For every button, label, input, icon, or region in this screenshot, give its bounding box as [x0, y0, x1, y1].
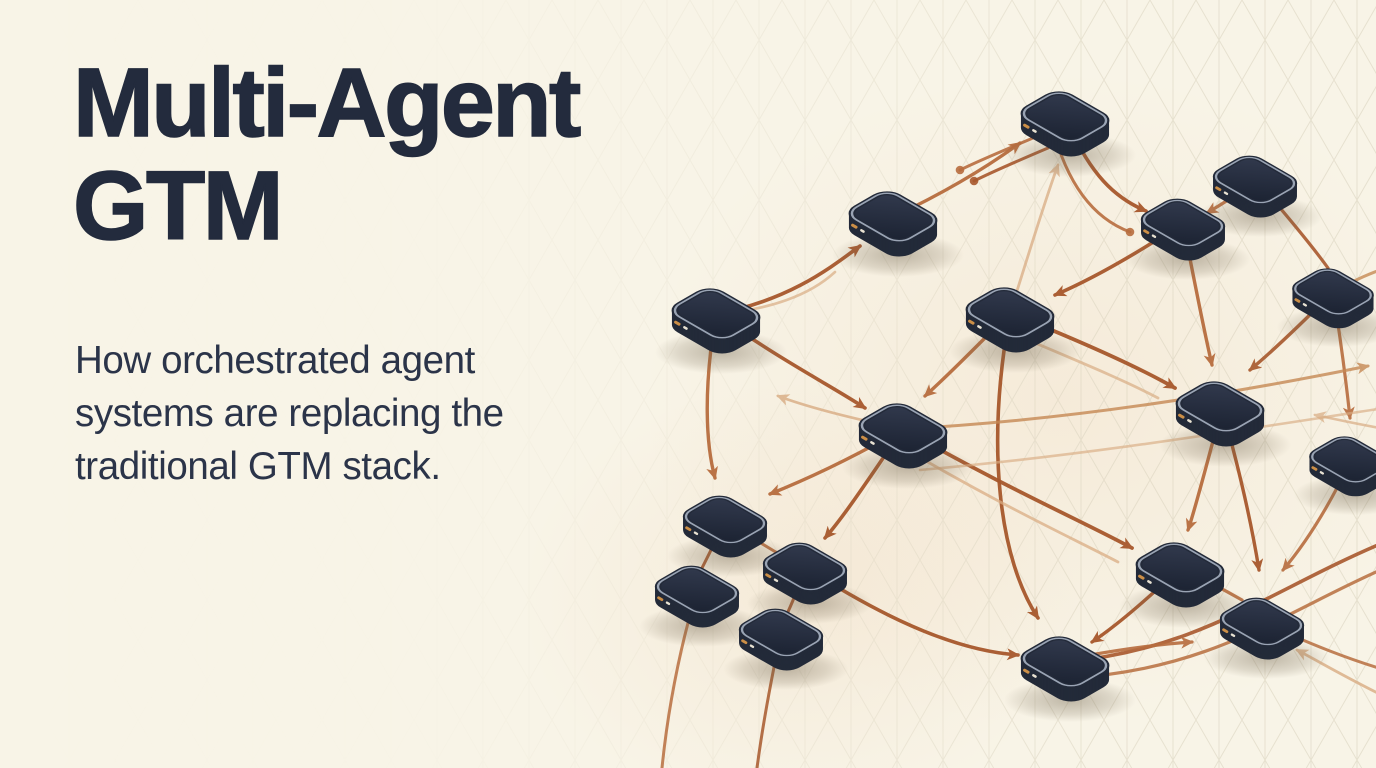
connection-path — [901, 362, 1370, 431]
chip-led-icon — [1138, 574, 1145, 580]
chip-led-icon — [674, 320, 681, 326]
title-line-2: GTM — [72, 150, 284, 260]
agent-chip — [1197, 155, 1323, 237]
agent-chip — [1276, 268, 1376, 348]
agent-chip — [747, 542, 873, 624]
subtitle-line-2: systems are replacing the — [75, 392, 504, 436]
chip-led-icon — [685, 526, 692, 532]
chip-led-icon — [1023, 123, 1030, 129]
chip-led-icon — [861, 435, 868, 441]
agent-chip — [639, 565, 765, 647]
agent-chip — [667, 495, 793, 577]
chip-led-icon — [851, 223, 858, 229]
agent-chip — [1293, 436, 1376, 516]
agent-chip — [1004, 91, 1136, 177]
agent-chip — [949, 287, 1081, 373]
chip-led-icon — [1294, 298, 1301, 303]
agent-chip — [1119, 542, 1251, 628]
chip-led-icon — [657, 596, 664, 602]
connection-endpoint-dot — [969, 176, 979, 186]
connection-path — [1313, 411, 1376, 429]
agent-chip — [1004, 636, 1136, 722]
agent-chip — [723, 608, 849, 690]
chip-led-icon — [1311, 466, 1318, 471]
connection-endpoint-dot — [955, 165, 965, 175]
title-line-1: Multi-Agent — [72, 48, 582, 157]
page-subtitle: How orchestrated agent systems are repla… — [75, 334, 635, 493]
agent-chip — [1204, 597, 1330, 679]
chip-led-icon — [1222, 628, 1229, 634]
connection-path — [1088, 636, 1194, 657]
agent-chip — [842, 403, 974, 489]
page-title: Multi-Agent GTM — [72, 48, 873, 260]
subtitle-line-3: traditional GTM stack. — [75, 445, 441, 489]
agent-chip — [1125, 198, 1251, 280]
chip-led-icon — [1178, 413, 1185, 419]
chip-led-icon — [968, 319, 975, 325]
chip-led-icon — [1143, 229, 1150, 235]
chip-led-icon — [1023, 668, 1030, 674]
chip-led-icon — [765, 573, 772, 579]
chip-led-icon — [741, 639, 748, 645]
connection-endpoint-dot — [1125, 227, 1135, 237]
chip-led-icon — [1215, 186, 1222, 192]
subtitle-line-1: How orchestrated agent — [75, 339, 475, 382]
agent-chip — [655, 288, 787, 374]
agent-chip — [832, 191, 964, 277]
agent-chip — [1159, 381, 1291, 467]
